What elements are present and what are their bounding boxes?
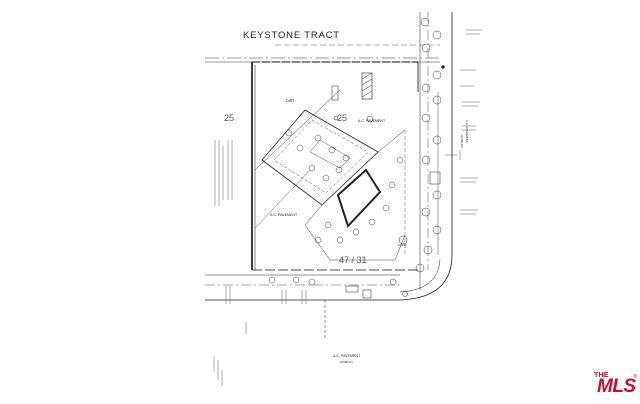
dirt-label: DIRT bbox=[286, 99, 295, 103]
mls-logo-registered: ® bbox=[633, 374, 637, 380]
west-annotation-block bbox=[214, 140, 233, 206]
tree-symbol-icon bbox=[268, 17, 442, 286]
pavement-label-upper: A.C. PAVEMENT bbox=[358, 119, 386, 123]
driveway-lines bbox=[254, 89, 406, 261]
north-boundary-lines bbox=[205, 44, 440, 63]
south-street bbox=[205, 274, 400, 340]
tract-title: KEYSTONE TRACT bbox=[243, 30, 340, 41]
pavement-label-right: A.C. PAVEMENT bbox=[465, 120, 469, 143]
south-annotation-block bbox=[213, 286, 307, 386]
mls-logo-the: THE bbox=[594, 372, 609, 379]
pavement-label-right-sub: (PUBLIC) bbox=[460, 135, 464, 148]
east-street bbox=[399, 12, 453, 301]
building-footprint bbox=[261, 109, 382, 228]
lot-label-left: 25 bbox=[224, 113, 234, 123]
east-annotation-block bbox=[445, 29, 482, 215]
pavement-label-bottom: A.C. PAVEMENT bbox=[333, 354, 361, 358]
mls-logo-wordmark: MLS bbox=[597, 376, 636, 397]
pavement-label-bottom-sub: (PUBLIC) bbox=[340, 360, 353, 364]
lot-label-right: 25 bbox=[337, 113, 347, 123]
hatched-stall bbox=[361, 72, 373, 100]
pavement-label-mid: A.C. PAVEMENT bbox=[270, 213, 298, 217]
mls-logo: THE MLS ® bbox=[594, 372, 637, 398]
lot-boundary bbox=[251, 61, 420, 271]
equipment-boxes bbox=[331, 65, 445, 299]
concrete-label: CONC. bbox=[398, 243, 408, 247]
street-number-label: 47 / 31 bbox=[339, 255, 367, 265]
